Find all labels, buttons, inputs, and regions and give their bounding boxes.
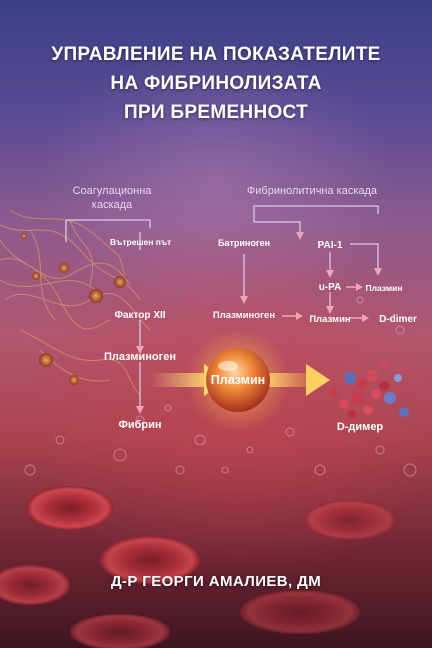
plasminogen-right-label: Плазминоген	[213, 310, 275, 321]
coagulation-header-line1: Соагулационна	[73, 185, 153, 197]
book-title: УПРАВЛЕНИЕ НА ПОКАЗАТЕЛИТЕ НА ФИБРИНОЛИЗ…	[0, 40, 432, 127]
fibrinolytic-connectors	[243, 205, 379, 310]
pai1-label: PAI-1	[318, 240, 343, 251]
diagram-arrows	[136, 232, 382, 414]
diagram-labels: Соагулационна каскада Фибринолитична кас…	[73, 185, 417, 433]
plasmin-right-top-label: Плазмин	[365, 283, 402, 293]
plasmin-center-label: Плазмин	[211, 373, 265, 387]
coagulation-connectors	[65, 219, 151, 410]
title-line-1: УПРАВЛЕНИЕ НА ПОКАЗАТЕЛИТЕ	[51, 44, 381, 65]
title-line-3: ПРИ БРЕМЕННОСТ	[123, 102, 309, 123]
plasmin-highlight	[218, 361, 238, 371]
fibrin-label: Фибрин	[118, 419, 161, 431]
d-dimer-cluster	[330, 361, 409, 418]
background-bubbles	[24, 296, 417, 477]
d-dimer-label: D-димер	[337, 421, 384, 433]
plasminogen-left-label: Плазминоген	[104, 351, 176, 363]
d-dimer-latin-label: D-dimer	[379, 314, 417, 325]
upa-label: u-PA	[319, 282, 342, 293]
fibrin-nodes	[21, 233, 126, 385]
intrinsic-path-label: Вътрешен път	[110, 237, 171, 247]
author-name: Д-Р ГЕОРГИ АМАЛИЕВ, ДМ	[110, 573, 322, 590]
red-blood-cells	[0, 486, 396, 648]
fibrinolytic-header: Фибринолитична каскада	[247, 185, 378, 197]
factor-xii-label: Фактор XII	[114, 310, 165, 321]
title-line-2: НА ФИБРИНОЛИЗАТА	[110, 73, 322, 94]
plasmin-right-mid-label: Плазмин	[309, 314, 351, 325]
coagulation-header-line2: каскада	[92, 199, 133, 211]
batrinogen-label: Батриноген	[218, 238, 270, 248]
